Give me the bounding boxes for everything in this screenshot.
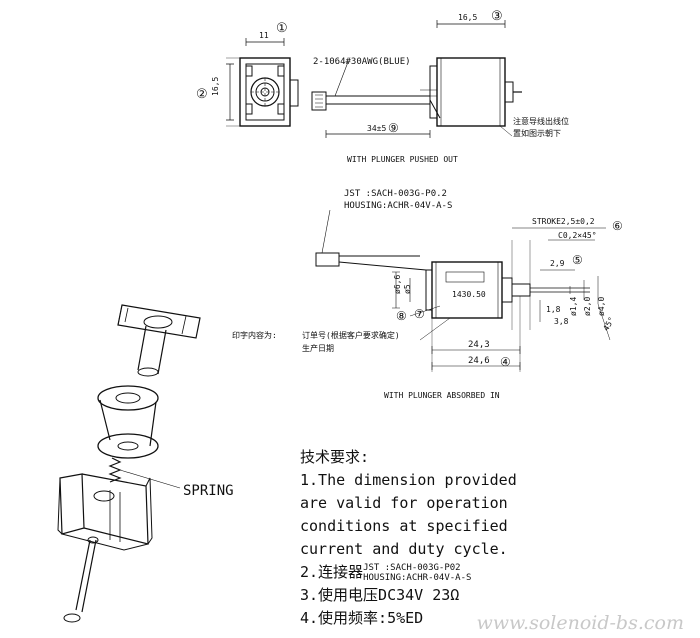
spec-item4: 4.使用频率:5%ED [300, 609, 424, 627]
dim-1-8: 1,8 [546, 305, 561, 314]
caption-pushed-out: WITH PLUNGER PUSHED OUT [347, 155, 458, 164]
spring-label: SPRING [183, 483, 234, 499]
side-view-absorbed [315, 209, 611, 372]
spec-item1-line2: are valid for operation [300, 494, 508, 512]
callout-7: ⑦ [414, 307, 425, 321]
spec-item2-line1: JST :SACH-003G-P02 [363, 562, 461, 573]
side-view-pushed [311, 20, 522, 138]
spec-item3: 3.使用电压DC34V 23Ω [300, 586, 460, 604]
dim-2-9: 2,9 [550, 259, 565, 268]
callout-9: ⑨ [388, 121, 399, 135]
stroke-label: STROKE2,5±0,2 [532, 217, 595, 226]
dim-5: ø5 [403, 284, 412, 294]
spec-item2-prefix: 2.连接器 [300, 563, 364, 581]
dim-height-label: 16,5 [211, 77, 220, 96]
date-note: 生产日期 [302, 343, 334, 353]
callout-6: ⑥ [612, 219, 623, 233]
spec-item2-line2: HOUSING:ACHR-04V-A-S [363, 572, 472, 583]
dim-1-4: ø1,4 [569, 297, 578, 316]
callout-1: ① [276, 21, 288, 36]
chamfer-label: C0,2×45° [558, 231, 597, 240]
order-note: 订单号(根据客户要求确定) [302, 330, 400, 340]
exploded-labels: SPRING [183, 483, 234, 499]
dim-wire-label: 34±5 [367, 124, 386, 133]
angle-label: 45° [601, 315, 616, 332]
print-note: 印字内容为: [232, 330, 277, 340]
front-view [226, 38, 299, 127]
callout-4: ④ [500, 355, 511, 369]
connector-line2: HOUSING:ACHR-04V-A-S [344, 201, 452, 211]
top-view-labels: 11 ① ② 16,5 16,5 ③ 2-1064#30AWG(BLUE) 34… [196, 9, 569, 164]
callout-8: ⑧ [396, 309, 407, 323]
label-code: 1430.50 [452, 290, 486, 299]
exploded-view [57, 304, 201, 623]
caption-absorbed-in: WITH PLUNGER ABSORBED IN [384, 391, 500, 400]
dim-6-6: ø6,6 [393, 275, 402, 294]
dim-24-6: 24,6 [468, 356, 490, 366]
dim-4-0: ø4,0 [597, 297, 606, 316]
dim-24-3: 24,3 [468, 340, 490, 350]
callout-2: ② [196, 87, 208, 102]
watermark: www.solenoid-bs.com [476, 612, 684, 634]
callout-3: ③ [491, 9, 503, 24]
dim-right-width-label: 16,5 [458, 13, 477, 22]
spec-item1-line1: 1.The dimension provided [300, 471, 517, 489]
callout-5: ⑤ [572, 253, 583, 267]
technical-requirements: 技术要求: 1.The dimension provided are valid… [300, 446, 680, 630]
side-view-labels: JST :SACH-003G-P0.2 HOUSING:ACHR-04V-A-S… [232, 189, 623, 400]
wire-label: 2-1064#30AWG(BLUE) [313, 57, 411, 67]
spec-item1-line4: current and duty cycle. [300, 540, 508, 558]
spec-item1-line3: conditions at specified [300, 517, 508, 535]
dim-3-8: 3,8 [554, 317, 569, 326]
dim-2-0: ø2,0 [583, 297, 592, 316]
connector-line1: JST :SACH-003G-P0.2 [344, 189, 447, 199]
spec-heading: 技术要求: [300, 448, 370, 466]
note-line2: 置如图示朝下 [513, 128, 561, 138]
note-line1: 注意导线出线位 [513, 116, 569, 126]
dim-width-label: 11 [259, 31, 269, 40]
